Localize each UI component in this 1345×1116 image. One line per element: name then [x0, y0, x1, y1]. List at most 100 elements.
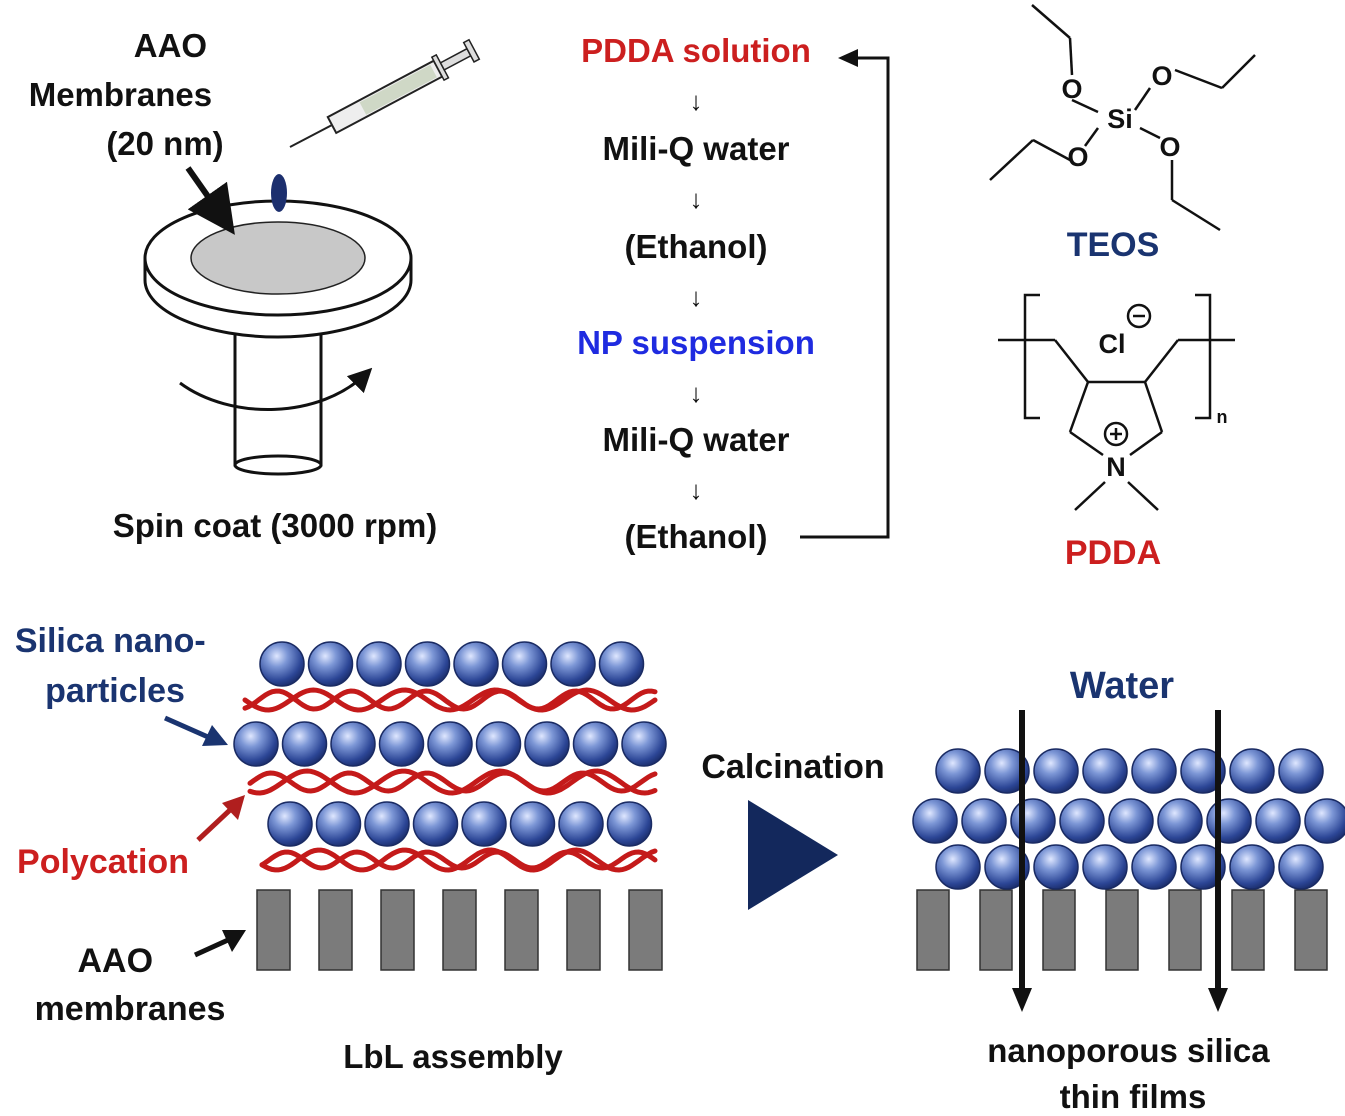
- silica-nanoparticle: [1278, 748, 1324, 794]
- polycation-layers: [242, 687, 658, 873]
- spin-coater: AAO Membranes (20 nm) Spin coat (3000 rp…: [29, 27, 481, 544]
- aao-pore-wall: [1294, 889, 1328, 971]
- polycation-chain: [242, 687, 658, 713]
- silica-nanoparticle: [404, 641, 451, 687]
- membrane-pointer-arrow: [185, 166, 235, 235]
- aao-pillars: [916, 889, 1328, 971]
- cycle-return-arrowhead: [838, 49, 858, 67]
- silica-nanoparticle: [1180, 844, 1226, 890]
- silica-nanoparticle: [598, 641, 645, 687]
- rotation-arrow-icon: [179, 367, 373, 412]
- silica-nanoparticle: [961, 798, 1007, 844]
- polycation-pointer-arrowhead: [222, 795, 245, 820]
- silica-nanoparticle-film: [912, 748, 1345, 890]
- aao-membranes-label: AAO membranes: [35, 942, 226, 1028]
- aao-pore-wall: [380, 889, 415, 971]
- silica-nanoparticle: [1255, 798, 1301, 844]
- aao-pore-wall: [504, 889, 539, 971]
- polycation-label: Polycation: [17, 843, 189, 881]
- silica-nanoparticle: [1157, 798, 1203, 844]
- teos-atoms: O O Si O O TEOS: [1061, 61, 1180, 264]
- silica-nanoparticle: [1082, 748, 1128, 794]
- silica-nanoparticle: [1010, 798, 1056, 844]
- silica-nanoparticle: [935, 748, 981, 794]
- silica-nanoparticle: [509, 801, 556, 847]
- polycation-chain: [242, 688, 658, 712]
- silica-nanoparticle: [912, 798, 958, 844]
- step-miliq-water: Mili-Q water: [602, 130, 789, 167]
- aao-pointer-arrow: [193, 937, 230, 958]
- syringe-icon: [289, 38, 481, 148]
- aao-pore-wall: [628, 889, 663, 971]
- silica-nanoparticle: [524, 721, 570, 767]
- aao-pore-wall: [979, 889, 1013, 971]
- teos-o-atom: O: [1067, 142, 1088, 172]
- silica-nanoparticle: [364, 801, 410, 847]
- aao-pore-wall: [318, 889, 353, 971]
- silica-nanoparticle: [621, 721, 667, 767]
- silica-nanoparticle: [1059, 798, 1105, 844]
- silica-nanoparticle: [330, 721, 376, 767]
- water-label: Water: [1070, 665, 1174, 707]
- calcination-label: Calcination: [701, 748, 884, 786]
- silica-nanoparticle: [1229, 844, 1275, 890]
- silica-nanoparticle: [453, 641, 499, 687]
- silica-nanoparticle: [475, 721, 522, 767]
- lbl-assembly-caption: LbL assembly: [343, 1038, 563, 1075]
- aao-membrane-disc: [190, 221, 366, 295]
- silica-nanoparticle: [501, 641, 548, 687]
- teos-structure: [989, 4, 1256, 232]
- nanoporous-film: Water nanoporous silica thin films: [912, 665, 1345, 1115]
- silica-nanoparticle: [378, 721, 425, 767]
- teos-o-atom: O: [1159, 132, 1180, 162]
- teos-o-atom: O: [1061, 74, 1082, 104]
- silica-nanoparticle: [233, 721, 279, 767]
- polycation-chain: [259, 849, 658, 871]
- aao-pore-wall: [1168, 889, 1202, 971]
- step-np-suspension: NP suspension: [577, 324, 815, 361]
- silica-nanoparticle: [427, 721, 473, 767]
- silica-nanoparticle: [572, 721, 619, 767]
- aao-pore-wall: [916, 889, 950, 971]
- lbl-cycle-flow: PDDA solution ↓ Mili-Q water ↓ (Ethanol)…: [577, 32, 890, 555]
- silica-nanoparticle: [1278, 844, 1324, 890]
- silica-nanoparticle: [935, 844, 981, 890]
- silica-nanoparticle: [550, 641, 596, 687]
- step-arrow: ↓: [690, 475, 703, 505]
- silica-nanoparticle: [315, 801, 362, 847]
- silica-nanoparticle: [461, 801, 507, 847]
- silica-nanoparticle: [1033, 844, 1079, 890]
- polycation-pointer-arrow: [196, 808, 232, 842]
- silica-nanoparticle: [1304, 798, 1345, 844]
- polycation-chain: [247, 770, 658, 794]
- aao-pointer-arrowhead: [222, 930, 246, 952]
- calcination-arrow-icon: [748, 800, 838, 910]
- silica-nanoparticle: [1206, 798, 1252, 844]
- silica-pointer-arrowhead: [202, 725, 228, 746]
- silica-nanoparticle: [356, 641, 402, 687]
- silica-nanoparticle: [1229, 748, 1275, 794]
- step-ethanol: (Ethanol): [625, 228, 768, 265]
- teos-o-atom: O: [1151, 61, 1172, 91]
- pdda-name: PDDA: [1065, 534, 1161, 572]
- teos-si-atom: Si: [1107, 104, 1133, 134]
- silica-nanoparticles-label: Silica nano- particles: [15, 622, 215, 710]
- silica-nanoparticle: [558, 801, 604, 847]
- pdda-atoms: Cl N n PDDA: [1065, 329, 1228, 572]
- aao-pore-wall: [566, 889, 601, 971]
- aao-pore-wall: [1105, 889, 1139, 971]
- pdda-subscript-n: n: [1217, 407, 1228, 427]
- droplet-icon: [271, 174, 287, 212]
- silica-nanoparticle: [1108, 798, 1154, 844]
- spin-coat-caption: Spin coat (3000 rpm): [113, 507, 438, 544]
- aao-pore-wall: [256, 889, 291, 971]
- silica-nanoparticle: [1033, 748, 1079, 794]
- step-miliq-water: Mili-Q water: [602, 421, 789, 458]
- silica-nanoparticle-layers: [233, 641, 667, 847]
- step-pdda-solution: PDDA solution: [581, 32, 811, 69]
- silica-nanoparticle: [1131, 748, 1177, 794]
- silica-nanoparticle: [1082, 844, 1128, 890]
- silica-nanoparticle: [606, 801, 653, 847]
- silica-nanoparticle: [412, 801, 459, 847]
